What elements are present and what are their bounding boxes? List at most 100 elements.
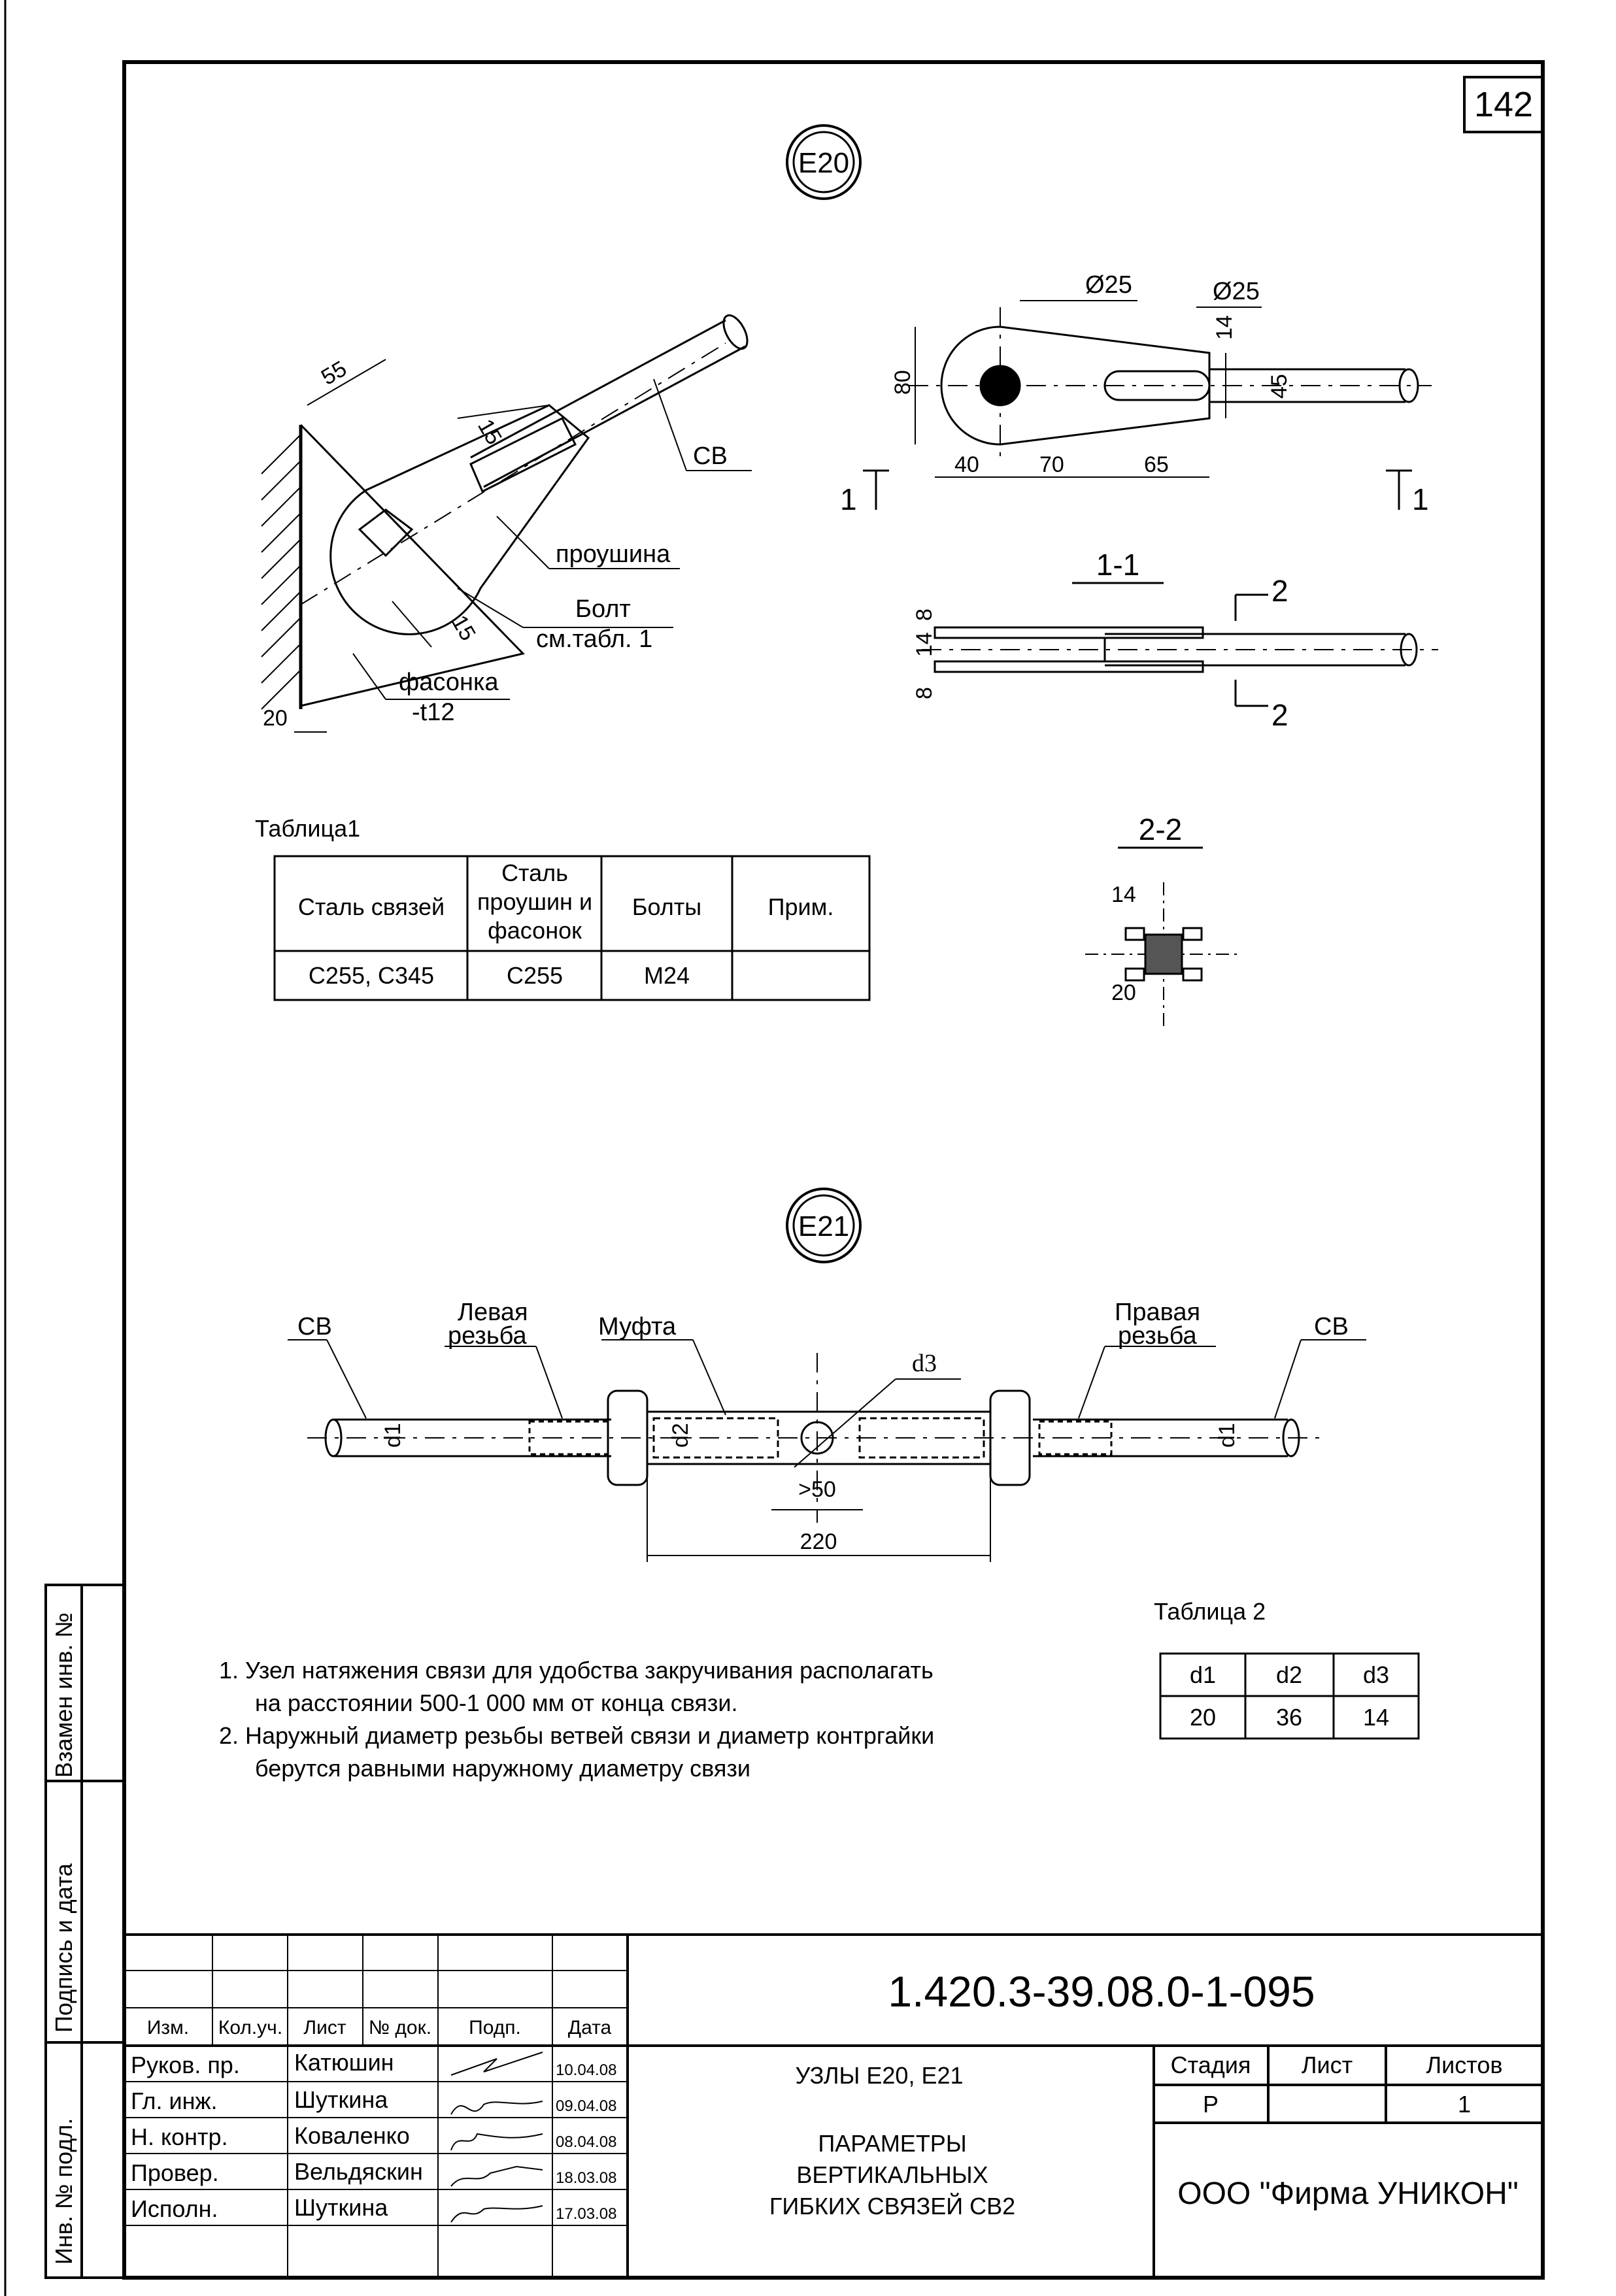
node-e21-bubble: E21 bbox=[786, 1188, 862, 1263]
table2-h-d3: d3 bbox=[1363, 1661, 1389, 1688]
company-name: ООО "Фирма УНИКОН" bbox=[1177, 2176, 1519, 2211]
s22-dim-14: 14 bbox=[1111, 882, 1136, 907]
table1-h-steel2-c: фасонок bbox=[488, 917, 582, 944]
e20-dia-2: Ø25 bbox=[1213, 278, 1260, 305]
rev-h-date: Дата bbox=[568, 2017, 612, 2038]
section-1-1-view bbox=[922, 593, 1438, 707]
side-stamp-replace: Взамен инв. № bbox=[50, 1612, 77, 1778]
e20-dia-1: Ø25 bbox=[1085, 271, 1132, 299]
e20-dim-14: 14 bbox=[1212, 315, 1237, 340]
signer-name-3: Коваленко bbox=[294, 2122, 410, 2149]
table1 bbox=[273, 855, 871, 1001]
signer-role-5: Исполн. bbox=[131, 2195, 218, 2222]
signer-date-3: 08.04.08 bbox=[556, 2133, 616, 2151]
e21-label-d1-left: d1 bbox=[380, 1423, 405, 1448]
e20-label-fasonka: фасонка bbox=[399, 669, 499, 696]
s11-dim-14: 14 bbox=[912, 632, 937, 657]
e20-dim-65: 65 bbox=[1144, 452, 1169, 477]
section-2-2-view bbox=[1085, 882, 1242, 1026]
signer-date-2: 09.04.08 bbox=[556, 2097, 616, 2115]
table2-cell-d3: 14 bbox=[1363, 1704, 1389, 1731]
note-2b: берутся равными наружному диаметру связи bbox=[255, 1755, 750, 1782]
e21-dim-gt50: >50 bbox=[798, 1477, 836, 1502]
e21-label-left-thread-2: резьба bbox=[448, 1322, 528, 1350]
e21-label-sv-left: СВ bbox=[297, 1313, 332, 1340]
s11-dim-8a: 8 bbox=[912, 608, 937, 621]
signer-role-1: Руков. пр. bbox=[131, 2052, 240, 2078]
e21-label-d3: d3 bbox=[912, 1350, 937, 1377]
table1-cell-bolts: М24 bbox=[644, 962, 690, 989]
cut-1-left: 1 bbox=[840, 482, 857, 516]
sheets-value: 1 bbox=[1458, 2091, 1471, 2118]
table2-title: Таблица 2 bbox=[1154, 1598, 1266, 1625]
e20-dim-45: 45 bbox=[1267, 374, 1292, 399]
cut-2-bottom: 2 bbox=[1271, 698, 1288, 732]
signer-name-2: Шуткина bbox=[294, 2086, 388, 2113]
node-e20-bubble: E20 bbox=[786, 124, 862, 200]
table1-h-bolts: Болты bbox=[632, 893, 701, 920]
e21-label-right-thread-1: Правая bbox=[1115, 1299, 1200, 1326]
table1-title: Таблица1 bbox=[255, 815, 360, 842]
signer-role-4: Провер. bbox=[131, 2159, 219, 2186]
signer-name-1: Катюшин bbox=[294, 2049, 394, 2076]
cut-2-top: 2 bbox=[1271, 574, 1288, 608]
stage-header: Стадия bbox=[1171, 2052, 1251, 2078]
title-block-name-2: ВЕРТИКАЛЬНЫХ bbox=[796, 2161, 988, 2188]
title-block-name-1: ПАРАМЕТРЫ bbox=[818, 2130, 966, 2157]
e20-label-bolt-ref: см.табл. 1 bbox=[536, 625, 652, 653]
e21-label-right-thread-2: резьба bbox=[1118, 1322, 1198, 1350]
drawing-frame bbox=[122, 60, 1545, 2280]
e20-label-proushina: проушина bbox=[556, 541, 671, 568]
sheets-header: Листов bbox=[1426, 2052, 1503, 2078]
signer-role-2: Гл. инж. bbox=[131, 2088, 218, 2114]
e21-label-sv-right: СВ bbox=[1314, 1313, 1349, 1340]
section-1-1-title: 1-1 bbox=[1096, 548, 1139, 582]
table2 bbox=[1159, 1652, 1420, 1740]
rev-h-izm: Изм. bbox=[147, 2017, 189, 2038]
table1-h-steel2-a: Сталь bbox=[501, 859, 568, 886]
rev-h-list: Лист bbox=[303, 2017, 346, 2038]
sheet-header: Лист bbox=[1302, 2052, 1353, 2078]
stage-value: Р bbox=[1203, 2091, 1219, 2118]
e20-elevation-view bbox=[909, 300, 1432, 478]
table1-cell-steel: С255, С345 bbox=[309, 962, 434, 989]
title-block-name-3: ГИБКИХ СВЯЗЕЙ СВ2 bbox=[769, 2192, 1015, 2220]
table1-h-steel2-b: проушин и bbox=[477, 888, 592, 915]
e20-label-bolt: Болт bbox=[575, 595, 631, 623]
table1-h-steel: Сталь связей bbox=[298, 893, 445, 920]
title-block-code: 1.420.3-39.08.0-1-095 bbox=[888, 1967, 1315, 2016]
table2-cell-d1: 20 bbox=[1190, 1704, 1216, 1731]
sheet-number: 142 bbox=[1474, 85, 1533, 124]
table2-cell-d2: 36 bbox=[1276, 1704, 1302, 1731]
e21-label-d2: d2 bbox=[668, 1423, 693, 1448]
signer-name-4: Вельдяскин bbox=[294, 2158, 423, 2185]
e21-dim-220: 220 bbox=[800, 1529, 837, 1554]
table1-cell-steel2: С255 bbox=[507, 962, 563, 989]
signatures bbox=[450, 2052, 543, 2223]
rev-h-kol: Кол.уч. bbox=[218, 2017, 282, 2038]
e20-plan-view bbox=[261, 314, 752, 733]
svg-text:E21: E21 bbox=[798, 1210, 849, 1242]
table2-h-d2: d2 bbox=[1276, 1661, 1302, 1688]
e20-dim-40: 40 bbox=[954, 452, 979, 477]
signer-date-1: 10.04.08 bbox=[556, 2061, 616, 2079]
e20-dim-70: 70 bbox=[1039, 452, 1064, 477]
section-2-2-title: 2-2 bbox=[1139, 812, 1182, 846]
note-1a: 1. Узел натяжения связи для удобства зак… bbox=[219, 1657, 934, 1684]
e20-label-t12: -t12 bbox=[412, 699, 454, 726]
rev-h-sign: Подп. bbox=[469, 2017, 521, 2038]
s11-dim-8b: 8 bbox=[912, 687, 937, 699]
cut-1-right: 1 bbox=[1412, 482, 1429, 516]
e20-dim-20: 20 bbox=[263, 706, 288, 731]
e21-label-d1-right: d1 bbox=[1215, 1423, 1239, 1448]
s22-dim-20: 20 bbox=[1111, 980, 1136, 1005]
side-stamp-sign: Подпись и дата bbox=[50, 1863, 77, 2033]
table1-h-note: Прим. bbox=[768, 893, 834, 920]
signer-role-3: Н. контр. bbox=[131, 2123, 228, 2150]
signer-date-4: 18.03.08 bbox=[556, 2169, 616, 2187]
signer-date-5: 17.03.08 bbox=[556, 2205, 616, 2223]
e20-label-sv: СВ bbox=[693, 442, 728, 470]
e21-label-muft: Муфта bbox=[598, 1313, 677, 1340]
note-1b: на расстоянии 500-1 000 мм от конца связ… bbox=[255, 1689, 738, 1716]
